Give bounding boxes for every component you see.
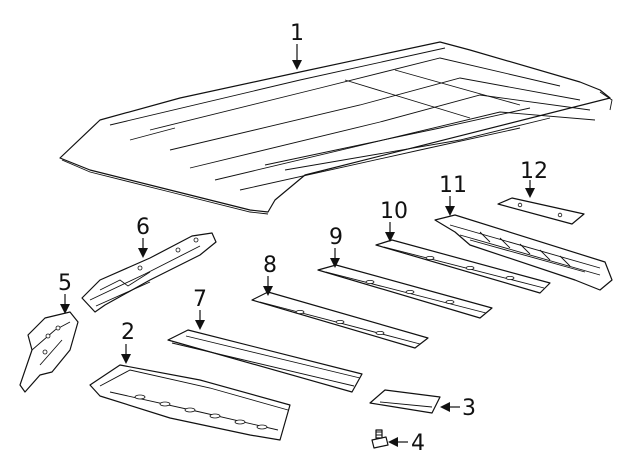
callout-label: 2 bbox=[121, 320, 135, 345]
callout-label: 4 bbox=[411, 431, 425, 456]
callout-label: 6 bbox=[136, 215, 150, 240]
rear-roof-header[interactable] bbox=[434, 214, 613, 291]
insulator-pad[interactable] bbox=[369, 389, 441, 414]
roof-panel[interactable] bbox=[59, 41, 613, 215]
rear-header-plate[interactable] bbox=[497, 197, 585, 225]
callout-label: 9 bbox=[329, 225, 343, 250]
callout-label: 5 bbox=[58, 271, 72, 296]
callout-label: 10 bbox=[380, 199, 408, 224]
callout-label: 7 bbox=[193, 287, 207, 312]
callout-8: 8 bbox=[263, 253, 277, 296]
callout-5: 5 bbox=[58, 271, 72, 314]
roof-bow-front[interactable] bbox=[167, 329, 363, 393]
callout-label: 1 bbox=[290, 21, 304, 46]
roof-side-rail-bracket[interactable] bbox=[81, 232, 217, 313]
callout-label: 8 bbox=[263, 253, 277, 278]
callout-4: 4 bbox=[388, 431, 425, 456]
roof-bow-8[interactable] bbox=[251, 291, 429, 349]
callout-label: 12 bbox=[520, 159, 548, 184]
callout-3: 3 bbox=[440, 396, 476, 421]
callout-7: 7 bbox=[193, 287, 207, 330]
callout-11: 11 bbox=[439, 173, 467, 216]
callout-9: 9 bbox=[329, 225, 343, 268]
callout-label: 3 bbox=[462, 396, 476, 421]
bolt-icon[interactable] bbox=[371, 429, 389, 449]
roof-bow-10[interactable] bbox=[375, 239, 551, 294]
callout-2: 2 bbox=[121, 320, 135, 364]
callout-label: 11 bbox=[439, 173, 467, 198]
callout-12: 12 bbox=[520, 159, 548, 198]
callout-10: 10 bbox=[380, 199, 408, 242]
roof-bow-9[interactable] bbox=[317, 264, 493, 319]
front-roof-header[interactable] bbox=[89, 364, 291, 441]
callout-6: 6 bbox=[136, 215, 150, 258]
pillar-reinforcement[interactable] bbox=[19, 311, 79, 393]
callout-1: 1 bbox=[290, 21, 304, 70]
